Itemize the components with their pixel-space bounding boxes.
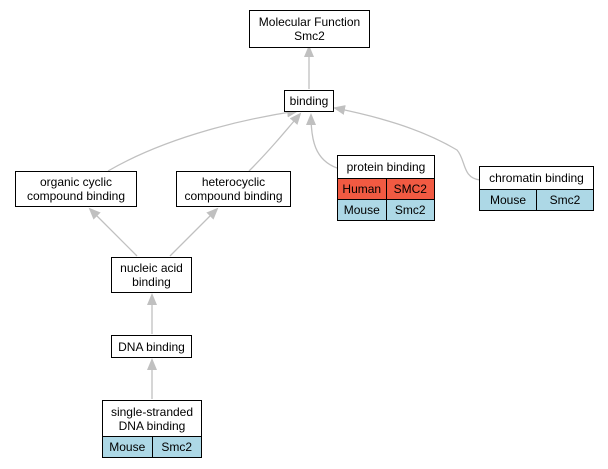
annotation-row-mouse: Mouse Smc2	[103, 436, 201, 457]
gene-label: SMC2	[385, 179, 435, 199]
annotation-row-mouse: Mouse Smc2	[480, 189, 593, 210]
gene-label: Smc2	[536, 190, 593, 210]
node-title: binding	[289, 94, 329, 108]
node-binding[interactable]: binding	[284, 90, 334, 112]
species-label: Mouse	[109, 440, 146, 454]
node-nucleic-acid-binding[interactable]: nucleic acid binding	[111, 257, 192, 293]
edge-organic-cyclic-to-binding	[107, 107, 299, 172]
node-title: organic cyclic compound binding	[26, 175, 126, 203]
node-single-stranded-dna-binding[interactable]: single-stranded DNA binding Mouse Smc2	[102, 400, 202, 458]
node-title: DNA binding	[118, 339, 185, 354]
edge-heterocyclic-to-binding	[248, 112, 302, 172]
node-title: protein binding	[346, 160, 426, 174]
node-dna-binding[interactable]: DNA binding	[111, 335, 192, 358]
node-chromatin-binding[interactable]: chromatin binding Mouse Smc2	[479, 166, 594, 211]
node-heterocyclic-compound-binding[interactable]: heterocyclic compound binding	[176, 171, 291, 207]
gene-label: Smc2	[151, 437, 202, 457]
node-title: single-stranded DNA binding	[110, 404, 194, 433]
node-title: chromatin binding	[489, 171, 584, 185]
node-title: nucleic acid binding	[120, 261, 183, 289]
edge-nucleic-acid-to-organic-cyclic	[88, 207, 138, 257]
edge-nucleic-acid-to-heterocyclic	[169, 207, 219, 257]
node-molecular-function[interactable]: Molecular Function Smc2	[249, 10, 370, 48]
species-label: Mouse	[489, 193, 527, 207]
annotation-row-mouse: Mouse Smc2	[338, 199, 434, 220]
node-organic-cyclic-compound-binding[interactable]: organic cyclic compound binding	[15, 171, 137, 207]
annotation-row-human: Human SMC2	[338, 178, 434, 199]
gene-label: Smc2	[385, 200, 435, 220]
node-protein-binding[interactable]: protein binding Human SMC2 Mouse Smc2	[337, 155, 435, 221]
species-label: Mouse	[343, 203, 380, 217]
species-label: Human	[342, 182, 382, 196]
edge-chromatin-binding-to-binding	[333, 105, 481, 181]
edge-protein-binding-to-binding	[306, 113, 338, 169]
node-title: Molecular Function Smc2	[258, 15, 361, 43]
node-title: heterocyclic compound binding	[184, 175, 283, 203]
